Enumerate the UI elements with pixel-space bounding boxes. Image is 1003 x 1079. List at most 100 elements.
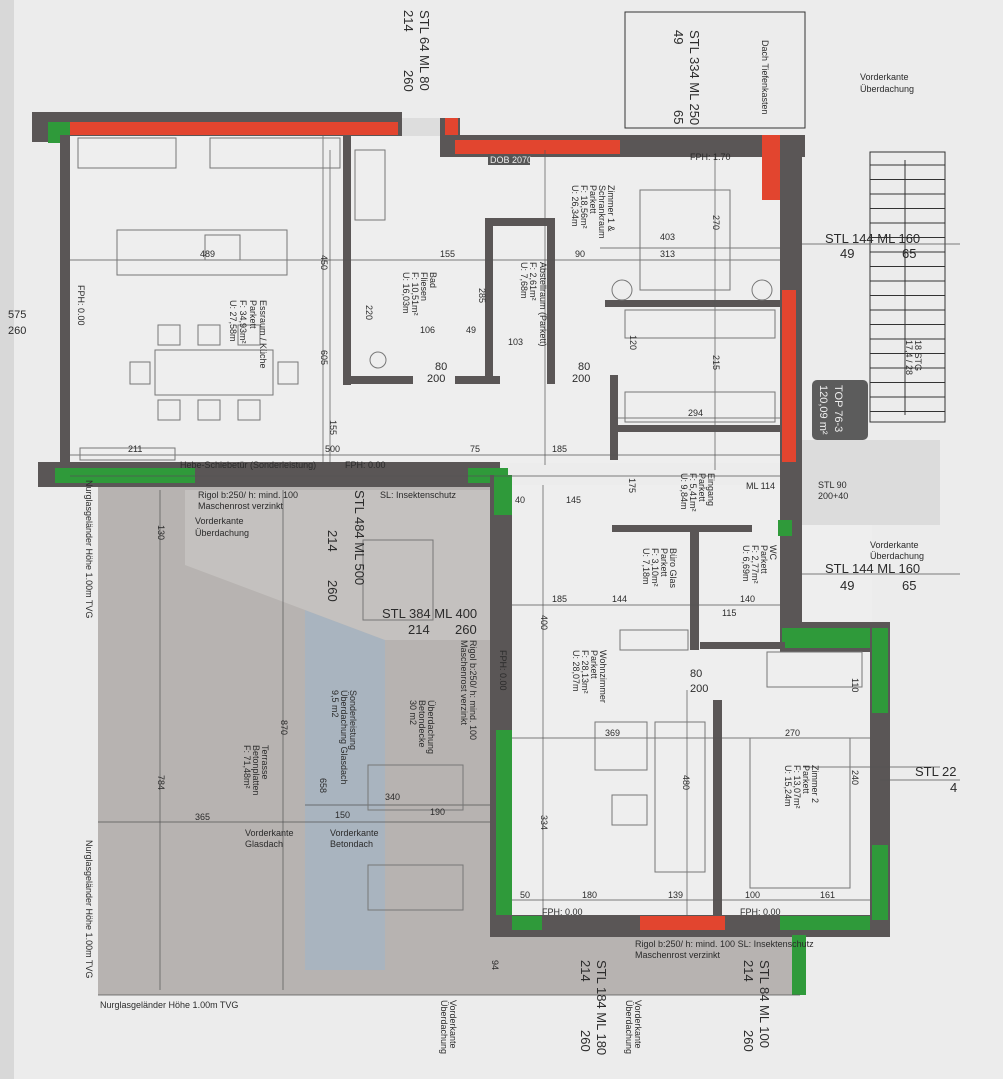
plan-text: FPH: 0.00 <box>498 650 508 691</box>
plan-text: 144 <box>612 594 627 604</box>
plan-text: 100 <box>745 890 760 900</box>
plan-text: Sonderleistung <box>348 690 358 750</box>
paper-edge <box>0 0 14 1079</box>
plan-text: Überdachung <box>860 84 914 94</box>
plan-text: Parkett <box>589 650 599 679</box>
plan-text: 65 <box>902 246 916 261</box>
glass-roof-area <box>305 610 385 970</box>
plan-text: U: 6,69m <box>741 545 751 582</box>
plan-text: Überdachung <box>195 528 249 538</box>
plan-text: 260 <box>325 580 340 602</box>
plan-text: 17,4 / 28 <box>904 340 914 375</box>
plan-text: 140 <box>740 594 755 604</box>
plan-text: Parkett <box>659 548 669 577</box>
plan-text: 49 <box>840 578 854 593</box>
plan-text: 260 <box>578 1030 593 1052</box>
plan-text: Überdachung <box>624 1000 634 1054</box>
plan-text: Überdachung <box>426 700 436 754</box>
plan-text: 200+40 <box>818 491 848 501</box>
plan-text: Betonplatten <box>251 745 261 796</box>
plan-text: F: 10,51m² <box>410 272 420 316</box>
plan-text: U: 7,18m <box>641 548 651 585</box>
plan-text: 9,5 m2 <box>330 690 340 718</box>
plan-text: Schrankraum <box>597 185 607 239</box>
plan-text: Betondach <box>330 839 373 849</box>
plan-text: Vorderkante <box>245 828 294 838</box>
plan-text: 161 <box>820 890 835 900</box>
plan-text: F: 3,10m² <box>650 548 660 587</box>
plan-text: Vorderkante <box>860 72 909 82</box>
plan-text: Maschenrost verzinkt <box>635 950 721 960</box>
plan-text: FPH: 1.70 <box>690 152 731 162</box>
plan-text: 211 <box>128 444 142 454</box>
plan-text: WC <box>768 545 778 560</box>
plan-text: 115 <box>722 608 736 618</box>
plan-text: Zimmer 2 <box>810 765 820 803</box>
plan-text: 139 <box>668 890 683 900</box>
plan-text: STL 144 ML 160 <box>825 561 920 576</box>
plan-text: 50 <box>520 890 530 900</box>
plan-text: 260 <box>741 1030 756 1052</box>
plan-text: 369 <box>605 728 620 738</box>
plan-text: Vorderkante <box>870 540 919 550</box>
plan-text: Nurglasgeländer Höhe 1.00m TVG <box>84 840 94 978</box>
plan-text: 185 <box>552 444 567 454</box>
plan-text: F: 18,56m² <box>579 185 589 229</box>
plan-text: U: 26,34m <box>570 185 580 227</box>
plan-text: 260 <box>401 70 416 92</box>
plan-text: DOB 2070 <box>490 155 532 165</box>
plan-text: Überdachung <box>870 551 924 561</box>
plan-text: FPH: 0.00 <box>76 285 86 326</box>
plan-text: 214 <box>578 960 593 982</box>
room-label-terrace: Terrasse Betonplatten F: 71,48m² <box>242 745 270 796</box>
plan-text: 4 <box>950 780 957 795</box>
plan-text: 110 <box>850 678 860 692</box>
plan-text: 145 <box>566 495 581 505</box>
dimension-lines <box>70 135 960 996</box>
plan-text: 18 STG <box>913 340 923 371</box>
walls <box>32 112 890 995</box>
room-label-glass-roof: Sonderleistung Überdachung Glasdach 9,5 … <box>330 690 358 785</box>
plan-text: 270 <box>785 728 800 738</box>
plan-text: Bad <box>428 272 438 288</box>
covered-area <box>185 490 490 640</box>
plan-text: 94 <box>490 960 500 970</box>
plan-text: 75 <box>470 444 480 454</box>
plan-text: FPH: 0.00 <box>542 907 583 917</box>
plan-text: Abstellraum (Parkett) <box>538 262 548 347</box>
plan-text: 313 <box>660 249 675 259</box>
room-label-room1: Zimmer 1 & Schrankraum Parkett F: 18,56m… <box>570 185 616 239</box>
plan-text: Nurglasgeländer Höhe 1.00m TVG <box>100 1000 238 1010</box>
plan-text: F: 28,13m² <box>580 650 590 694</box>
plan-text: 214 <box>741 960 756 982</box>
plan-text: 155 <box>328 420 338 435</box>
room-label-entry: Eingang Parkett F: 5,41m² U: 9,84m <box>679 473 716 512</box>
plan-text: 40 <box>515 495 525 505</box>
plan-text: F: 34,93m² <box>238 300 248 344</box>
room-label-bath: Bad Fliesen F: 10,51m² U: 16,03m <box>401 272 438 316</box>
plan-text: 185 <box>552 594 567 604</box>
room-label-storage: Abstellraum (Parkett) F: 2,61m² U: 7,68m <box>519 262 548 347</box>
plan-text: F: 2,61m² <box>528 262 538 301</box>
plan-text: 220 <box>364 305 374 320</box>
room-label-living: Wohnzimmer Parkett F: 28,13m² U: 28,07m <box>571 650 608 703</box>
plan-text: 130 <box>156 525 166 540</box>
plan-text: 30 m2 <box>408 700 418 725</box>
plan-text: 80 <box>435 361 447 373</box>
plan-text: STL 334 ML 250 <box>687 30 702 125</box>
plan-text: Rigol b:250/ h: mind. 100 <box>468 640 478 740</box>
window-labels: STL 64 ML 80 214 260 STL 334 ML 250 49 6… <box>8 10 957 1055</box>
plan-text: 365 <box>195 812 210 822</box>
plan-text: 400 <box>539 615 549 630</box>
plan-text: 215 <box>711 355 721 370</box>
room-label-office: Büro Glas Parkett F: 3,10m² U: 7,18m <box>641 548 678 589</box>
room-label-concrete-roof: Überdachung Betondecke 30 m2 <box>408 700 436 754</box>
plan-text: 103 <box>508 337 523 347</box>
plan-text: STL 22 <box>915 764 956 779</box>
plan-text: Fliesen <box>419 272 429 301</box>
plan-text: 150 <box>335 810 350 820</box>
unit-badge-area: 120,09 m² <box>817 385 829 435</box>
plan-text: U: 28,07m <box>571 650 581 692</box>
plan-text: 240 <box>850 770 860 785</box>
plan-text: F: 2,77m² <box>750 545 760 584</box>
